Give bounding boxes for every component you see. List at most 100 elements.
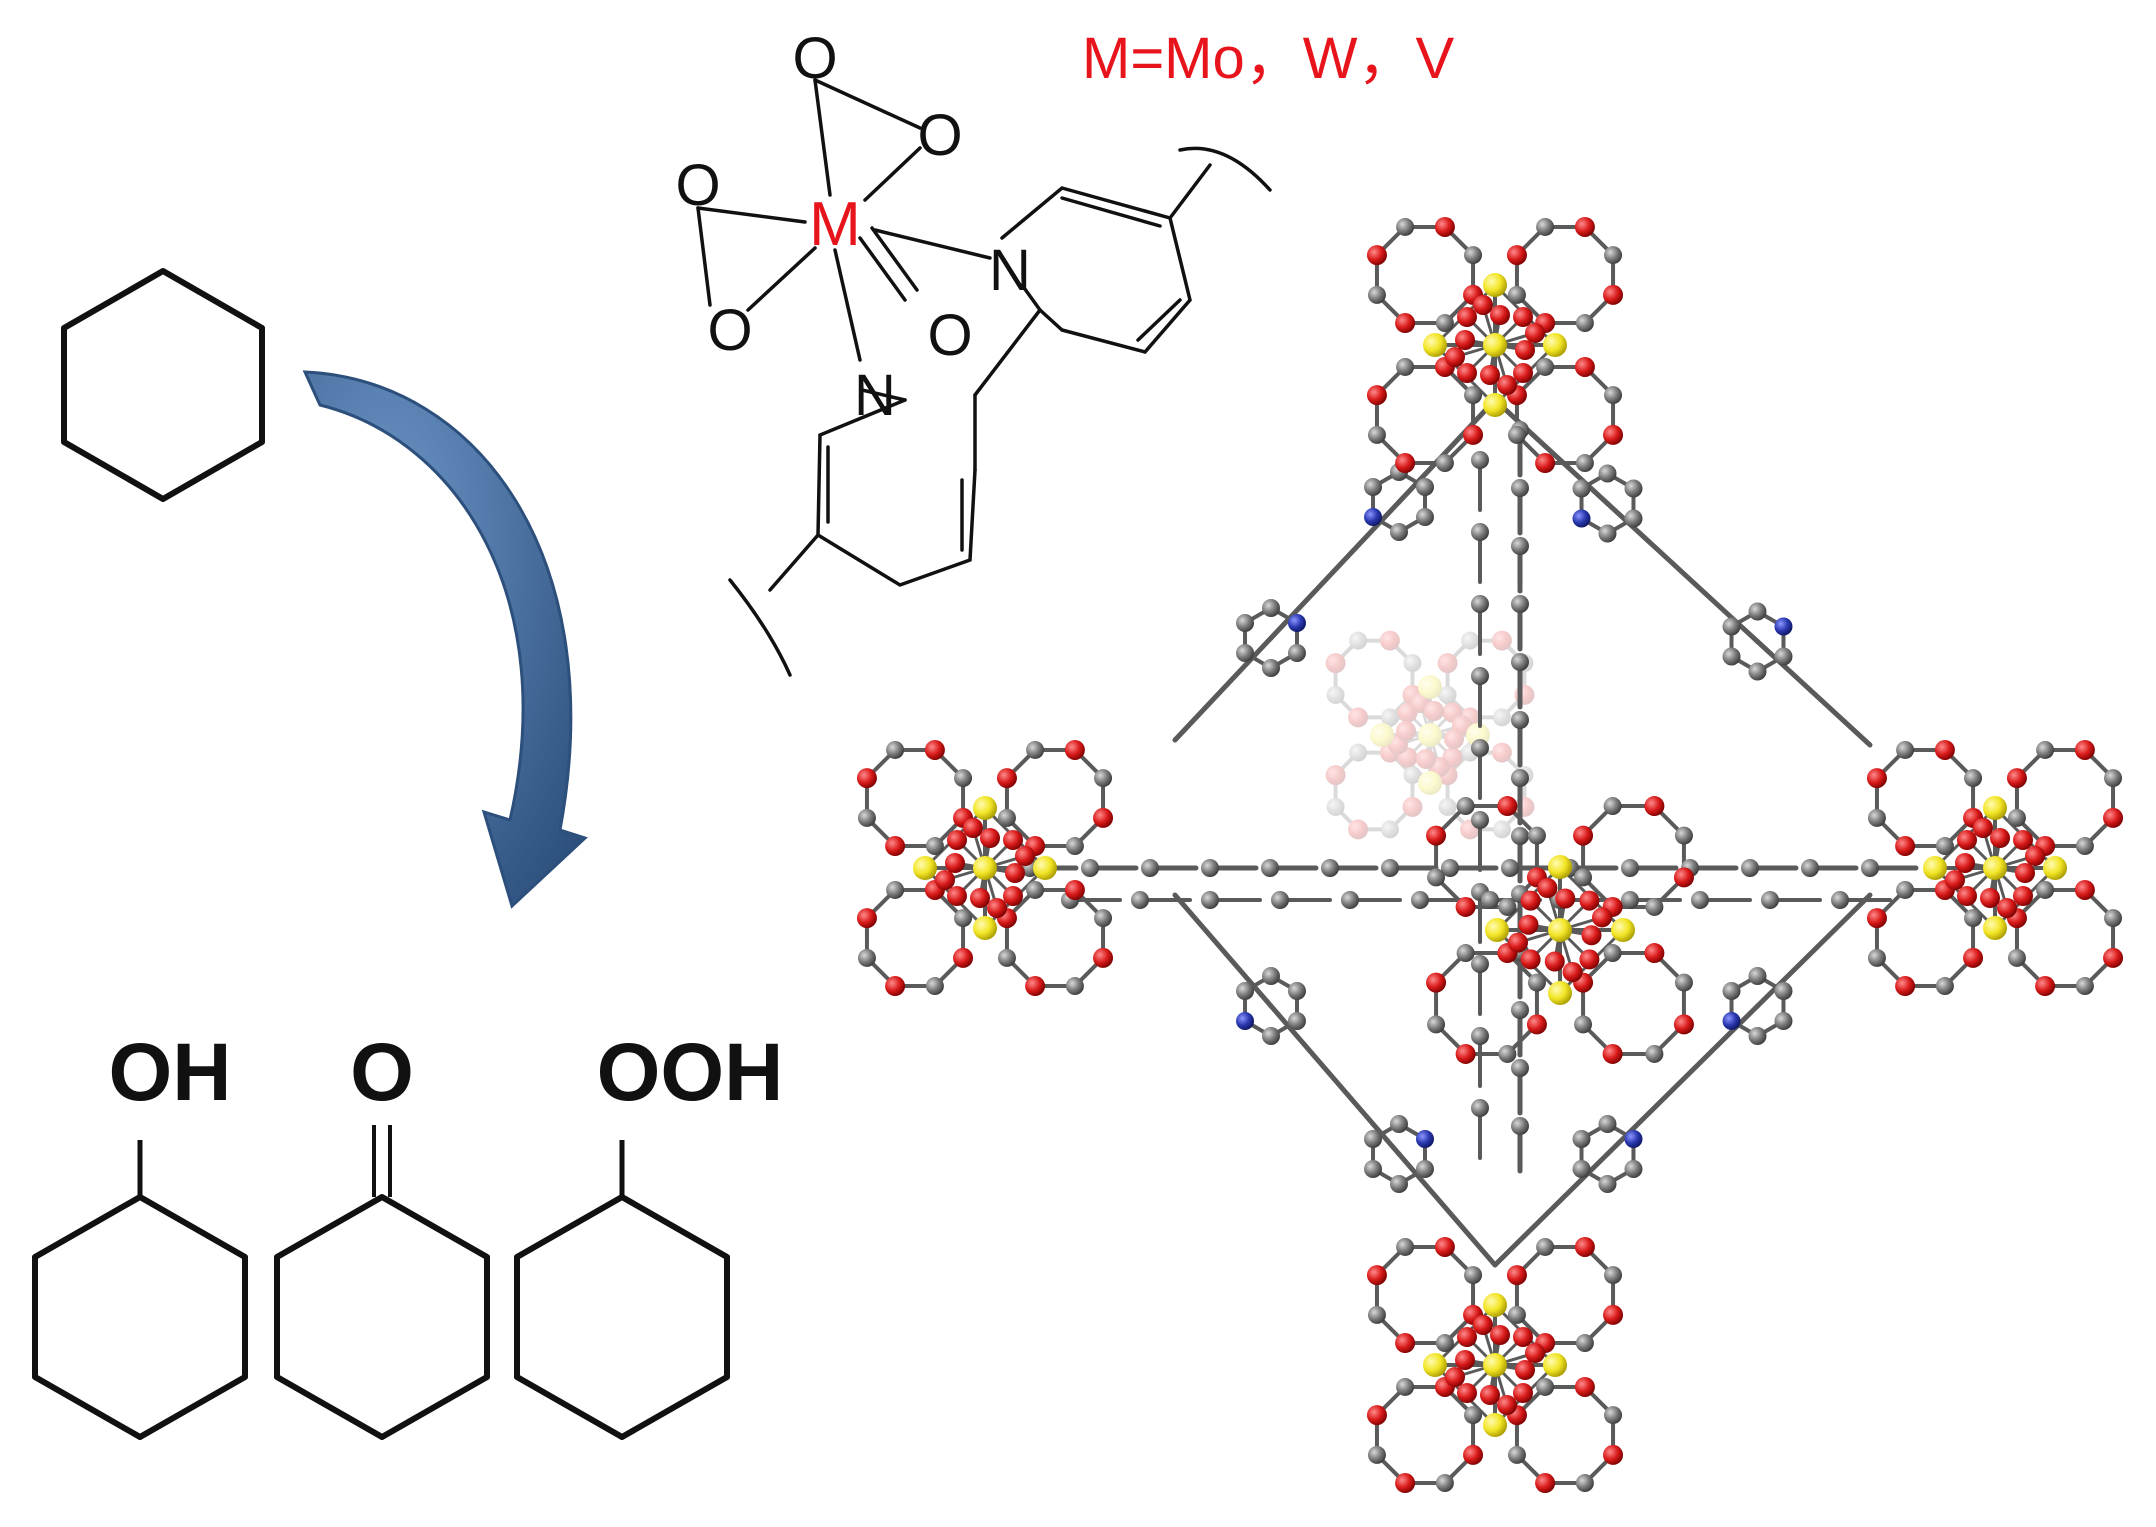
carbon-atom <box>1461 631 1480 650</box>
carbon-atom <box>1691 891 1709 909</box>
carbon-atom <box>1471 451 1489 469</box>
carbon-atom <box>997 948 1016 967</box>
oxygen-atom <box>1513 307 1533 327</box>
oxygen-atom <box>1480 365 1500 385</box>
oxygen-atom <box>1518 914 1539 935</box>
oxygen-atom <box>1592 907 1612 928</box>
nitrogen-atom <box>1364 508 1383 526</box>
carbon-atom <box>1492 820 1511 839</box>
carbon-atom <box>1507 1305 1526 1324</box>
metal-atom <box>1483 333 1507 357</box>
carbon-atom <box>1722 982 1741 1000</box>
oxygen-atom <box>1955 853 1975 873</box>
oxygen-atom <box>1973 818 1993 838</box>
carbon-atom <box>1380 820 1399 839</box>
oxygen-atom <box>1514 684 1535 705</box>
carbon-atom <box>1511 537 1529 555</box>
carbon-atom <box>1481 891 1499 909</box>
oxygen-atom <box>1673 1014 1694 1035</box>
carbon-atom <box>1572 479 1591 498</box>
metal-atom <box>973 916 997 940</box>
carbon-atom <box>1964 769 1983 788</box>
metal-atom <box>973 796 997 820</box>
carbon-atom <box>1774 982 1793 1000</box>
oxygen-atom <box>1934 739 1955 760</box>
nitrogen-atom <box>1722 1012 1741 1030</box>
carbon-atom <box>997 808 1016 827</box>
oxygen-atom <box>856 908 877 929</box>
oxygen-atom <box>1348 707 1369 728</box>
oxygen-atom <box>1574 1236 1595 1257</box>
carbon-atom <box>1511 827 1529 845</box>
oxygen-atom <box>1457 363 1477 383</box>
oxygen-atom <box>1957 830 1977 850</box>
oxygen-atom <box>1445 347 1465 367</box>
carbon-atom <box>1748 967 1767 985</box>
oxygen-atom <box>1508 932 1528 953</box>
carbon-atom <box>1527 973 1546 992</box>
oxygen-atom <box>1003 830 1023 850</box>
oxygen-atom <box>1895 836 1916 857</box>
oxygen-atom <box>1603 424 1624 445</box>
carbon-atom <box>1722 617 1741 636</box>
carbon-atom <box>2036 880 2055 899</box>
oxygen-atom <box>1990 828 2010 848</box>
carbon-atom <box>1572 1160 1591 1178</box>
oxygen-atom <box>1895 976 1916 997</box>
carbon-atom <box>1396 357 1415 376</box>
oxygen-atom <box>2103 807 2124 828</box>
carbon-atom <box>1026 740 1045 759</box>
carbon-atom <box>1621 859 1639 877</box>
carbon-atom <box>1498 1044 1517 1063</box>
carbon-atom <box>1271 891 1289 909</box>
oxygen-atom <box>1434 1236 1455 1257</box>
carbon-atom <box>1435 314 1454 333</box>
oxygen-atom <box>1444 729 1464 749</box>
oxygen-atom <box>945 853 965 873</box>
carbon-atom <box>1262 599 1280 617</box>
complex-atom-labels: O O O O O M N N <box>675 26 1031 428</box>
oxygen-atom <box>1997 898 2017 918</box>
oxygen-atom <box>1506 1265 1527 1286</box>
oxygen-label: O <box>675 153 720 218</box>
carbon-atom <box>1722 647 1741 666</box>
carbon-atom <box>1287 1012 1306 1030</box>
oxygen-atom <box>1579 890 1600 911</box>
oxygen-atom <box>1513 363 1533 383</box>
oxygen-atom <box>2013 830 2033 850</box>
carbon-atom <box>1026 880 1045 899</box>
carbon-atom <box>1396 1377 1415 1396</box>
carbon-atom <box>1598 464 1617 483</box>
carbon-atom <box>1287 644 1306 662</box>
oxygen-atom <box>1866 768 1887 789</box>
metal-atom <box>1423 1353 1447 1377</box>
carbon-atom <box>1415 1160 1434 1178</box>
oxygen-atom <box>1093 807 1114 828</box>
nitrogen-atom <box>1572 509 1591 528</box>
carbon-atom <box>1364 478 1383 496</box>
metal-peroxo-complex <box>696 78 1272 677</box>
metal-atom <box>973 856 997 880</box>
carbon-atom <box>1415 478 1434 496</box>
oxygen-atom <box>1513 1327 1533 1347</box>
oxygen-atom <box>1463 1444 1484 1465</box>
oxygen-atom <box>1473 295 1493 315</box>
carbon-atom <box>1896 740 1915 759</box>
metal-atom <box>1483 1413 1507 1437</box>
oxygen-atom <box>1455 896 1476 917</box>
oxygen-atom <box>1395 453 1416 474</box>
carbon-atom <box>925 977 944 996</box>
nitrogen-label: N <box>989 238 1031 303</box>
oxygen-label: O <box>927 303 972 368</box>
carbon-atom <box>1236 982 1255 1000</box>
metal-atom <box>1548 918 1572 942</box>
nitrogen-atom <box>1287 614 1306 632</box>
carbon-atom <box>1645 1044 1664 1063</box>
carbon-atom <box>1536 1237 1555 1256</box>
metal-atom <box>1543 333 1567 357</box>
oxygen-atom <box>1537 878 1558 898</box>
oxygen-atom <box>1424 701 1444 721</box>
oxygen-atom <box>1473 1315 1493 1335</box>
carbon-atom <box>1438 797 1457 816</box>
oxygen-atom <box>1366 1405 1387 1426</box>
